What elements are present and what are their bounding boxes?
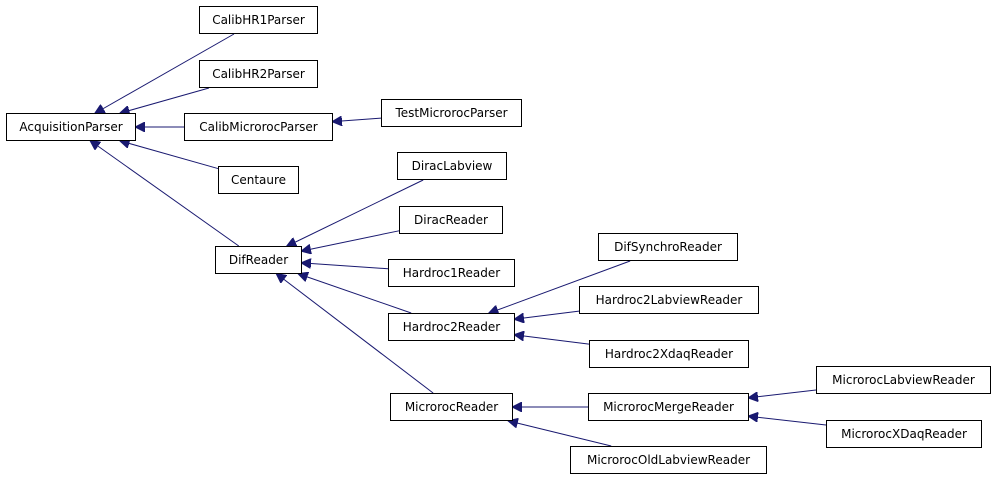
edge-calib-hr2-parser-to-acquisition-parser (121, 87, 210, 113)
edge-test-microroc-parser-to-calib-microroc-parser (333, 118, 382, 121)
node-dif-synchro-reader[interactable]: DifSynchroReader (598, 233, 738, 261)
edge-hardroc2-labview-reader-to-hardroc2-reader (515, 310, 580, 319)
edge-microroc-reader-to-dif-reader (277, 274, 434, 394)
edge-calib-hr1-parser-to-acquisition-parser (96, 33, 235, 113)
node-acquisition-parser[interactable]: AcquisitionParser (6, 113, 136, 141)
edge-hardroc2-reader-to-dif-reader (299, 274, 412, 314)
edge-dif-reader-to-acquisition-parser (91, 141, 240, 247)
node-microroc-old-labview-reader[interactable]: MicrorocOldLabviewReader (570, 446, 767, 474)
edge-dirac-reader-to-dif-reader (302, 230, 400, 251)
node-hardroc2-labview-reader[interactable]: Hardroc2LabviewReader (579, 286, 759, 314)
node-microroc-merge-reader[interactable]: MicrorocMergeReader (588, 393, 749, 421)
node-dirac-reader[interactable]: DiracReader (399, 206, 503, 234)
node-calib-microroc-parser[interactable]: CalibMicrorocParser (184, 113, 333, 141)
node-test-microroc-parser[interactable]: TestMicrorocParser (381, 99, 522, 127)
node-hardroc1-reader[interactable]: Hardroc1Reader (388, 259, 515, 287)
node-dif-reader[interactable]: DifReader (215, 246, 302, 274)
edge-microroc-old-labview-reader-to-microroc-reader (509, 421, 612, 447)
node-calib-hr2-parser[interactable]: CalibHR2Parser (199, 60, 318, 88)
edge-dirac-labview-to-dif-reader (287, 179, 424, 246)
node-hardroc2-reader[interactable]: Hardroc2Reader (388, 313, 515, 341)
node-microroc-reader[interactable]: MicrorocReader (390, 393, 513, 421)
node-microroc-xdaq-reader[interactable]: MicrorocXDaqReader (826, 420, 982, 448)
edge-hardroc2-xdaq-reader-to-hardroc2-reader (515, 335, 590, 345)
edge-hardroc1-reader-to-dif-reader (302, 263, 389, 270)
edge-centaure-to-acquisition-parser (121, 141, 219, 170)
node-microroc-labview-reader[interactable]: MicrorocLabviewReader (816, 366, 991, 394)
node-centaure[interactable]: Centaure (218, 166, 299, 194)
node-dirac-labview[interactable]: DiracLabview (397, 152, 507, 180)
node-calib-hr1-parser[interactable]: CalibHR1Parser (199, 6, 318, 34)
edge-microroc-labview-reader-to-microroc-merge-reader (749, 389, 817, 398)
edge-microroc-xdaq-reader-to-microroc-merge-reader (749, 416, 827, 426)
node-hardroc2-xdaq-reader[interactable]: Hardroc2XdaqReader (589, 340, 749, 368)
edge-dif-synchro-reader-to-hardroc2-reader (489, 260, 631, 313)
